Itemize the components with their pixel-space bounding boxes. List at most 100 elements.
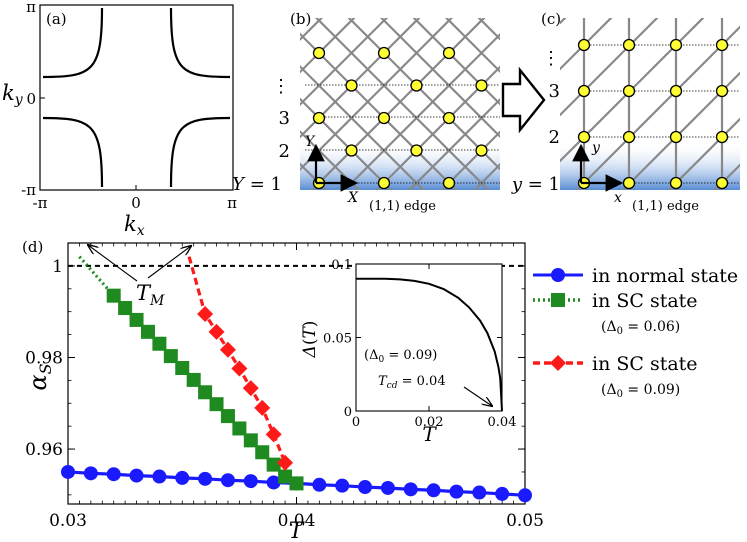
fermi-contour-tr (169, 7, 231, 79)
data-point (208, 323, 225, 340)
data-point (220, 409, 235, 424)
data-point (289, 476, 304, 491)
d-xtick-label: 0.05 (506, 511, 544, 531)
data-point (265, 426, 282, 443)
data-point (358, 480, 373, 495)
d-ytick-label: 1 (52, 257, 63, 277)
inset-xlabel: T (422, 422, 437, 446)
inset-gap-curve (356, 277, 503, 412)
data-point (83, 466, 98, 481)
data-point (209, 397, 224, 412)
tm-arrow-right (147, 246, 191, 279)
legend-item-sc009: in SC state (Δ0 = 0.09) (533, 353, 698, 400)
d-ytick-label: 0.96 (25, 440, 63, 460)
panel-c: y x (1,1) edge (c) y = 1 2 3 ⋮ (511, 10, 740, 214)
b-lattice-site (377, 46, 391, 60)
a-xtick-1: 0 (131, 194, 141, 212)
tm-arrow-left (88, 245, 138, 282)
inset-annotation-tcd: Tcd = 0.04 (378, 374, 446, 391)
d-series (61, 255, 532, 503)
series-sc009 (187, 256, 294, 471)
b-row-2: 2 (279, 141, 290, 162)
b-axis-y-label: Y (305, 134, 316, 150)
c-axis-y-label: y (591, 140, 601, 156)
b-lattice-site (345, 79, 358, 92)
b-nodes (312, 46, 488, 190)
panel-a: (a) -π 0 π π 0 -π kx ky (2, 0, 237, 239)
data-point (380, 480, 395, 495)
data-point (175, 361, 190, 376)
b-row-1: Y = 1 (232, 174, 282, 195)
c-lattice-site (622, 38, 636, 52)
data-point (243, 474, 258, 489)
c-row-2: 2 (549, 127, 560, 148)
b-lattice-site (410, 79, 423, 92)
data-point (312, 477, 327, 492)
c-lattice-site (669, 84, 683, 98)
data-point (266, 475, 281, 490)
panel-c-tag: (c) (541, 10, 561, 28)
c-lattice-site (669, 130, 683, 144)
panel-b-tag: (b) (290, 10, 311, 28)
data-point (495, 486, 510, 501)
series-sc006 (78, 255, 304, 491)
b-row-dots: ⋮ (272, 76, 290, 97)
data-point (472, 485, 487, 500)
data-point (242, 380, 259, 397)
c-lattice-site (669, 176, 683, 190)
data-point (140, 324, 155, 339)
b-lattice-site (410, 144, 423, 157)
series-normal (61, 464, 532, 503)
a-xtick-2: π (227, 194, 237, 212)
inset-xtick-label: 0.02 (415, 415, 444, 430)
tcd-arrow (463, 386, 492, 406)
data-point (518, 488, 532, 503)
c-row-3: 3 (549, 81, 560, 102)
data-point (152, 336, 167, 351)
fermi-contour-bl (42, 116, 104, 188)
d-xtick-label: 0.03 (49, 511, 87, 531)
data-point (277, 454, 294, 471)
b-lattice-site (312, 111, 326, 125)
data-point (426, 483, 441, 498)
data-point (198, 471, 213, 486)
c-row-1: y = 1 (511, 174, 560, 195)
c-nodes (577, 38, 729, 190)
inset-xtick-label: 0 (352, 415, 360, 430)
b-lattice-site (442, 176, 456, 190)
legend-item-normal: in normal state (533, 265, 738, 287)
inset-ytick-label: 0.05 (323, 332, 352, 347)
panel-d-tag: (d) (22, 238, 43, 256)
data-point (231, 360, 248, 377)
c-lattice-site (715, 130, 729, 144)
data-point (118, 301, 133, 316)
c-lattice-site (577, 130, 591, 144)
data-point (255, 445, 270, 460)
inset-annotation-delta: (Δ0 = 0.09) (364, 348, 437, 365)
inset-ylabel: Δ(T) (300, 321, 320, 359)
data-point (266, 457, 281, 472)
legend-marker-square (551, 293, 565, 307)
tm-label: TM (136, 281, 165, 309)
legend-label-normal: in normal state (592, 265, 738, 287)
data-point (278, 469, 293, 484)
c-lattice-site (715, 176, 729, 190)
legend-item-sc006: in SC state (Δ0 = 0.06) (533, 290, 698, 337)
b-lattice-site (475, 144, 488, 157)
legend-label-sc006: in SC state (592, 290, 698, 312)
data-point (232, 421, 247, 436)
data-point (403, 482, 418, 497)
c-lattice-site (622, 130, 636, 144)
a-xtick-0: -π (33, 194, 48, 212)
c-lattice-site (622, 84, 636, 98)
data-point (129, 312, 144, 327)
inset-ytick-label: 0.1 (331, 258, 352, 273)
b-row-3: 3 (279, 108, 290, 129)
b-lattice-site (442, 111, 456, 125)
data-point (61, 464, 75, 479)
data-point (129, 468, 144, 483)
c-axis-x-label: x (614, 190, 622, 206)
